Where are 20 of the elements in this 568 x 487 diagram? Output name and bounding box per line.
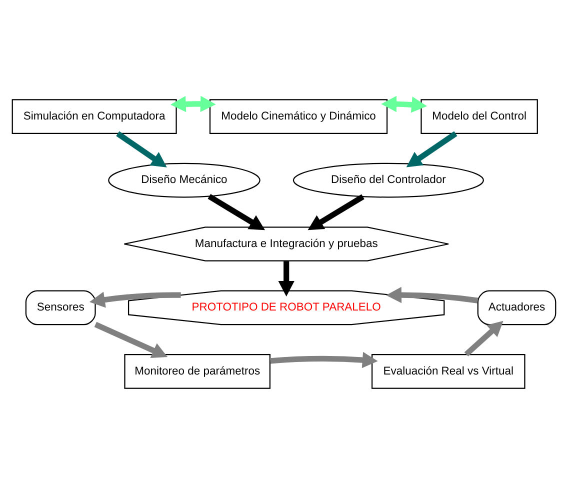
arrow bbox=[170, 96, 216, 112]
arrow bbox=[278, 260, 294, 296]
arrow bbox=[464, 320, 504, 356]
arrow bbox=[386, 286, 478, 303]
arrow bbox=[116, 130, 167, 167]
node-box: Sensores bbox=[25, 290, 96, 325]
arrow bbox=[381, 96, 428, 112]
node-box: Evaluación Real vs Virtual bbox=[371, 353, 526, 388]
arrow bbox=[406, 130, 458, 167]
arrow bbox=[270, 351, 378, 368]
arrow bbox=[308, 194, 364, 230]
node-box: Modelo Cinemático y Dinámico bbox=[209, 98, 388, 134]
node-ellipse: Diseño del Controlador bbox=[292, 162, 484, 198]
node-ellipse: Diseño Mecánico bbox=[108, 162, 260, 198]
node-box: Simulación en Computadora bbox=[12, 98, 177, 134]
node-box: Actuadores bbox=[477, 290, 556, 325]
node-box: Modelo del Control bbox=[420, 98, 538, 134]
node-box: Monitoreo de parámetros bbox=[124, 353, 271, 388]
arrow bbox=[94, 321, 168, 358]
arrow bbox=[89, 291, 181, 308]
